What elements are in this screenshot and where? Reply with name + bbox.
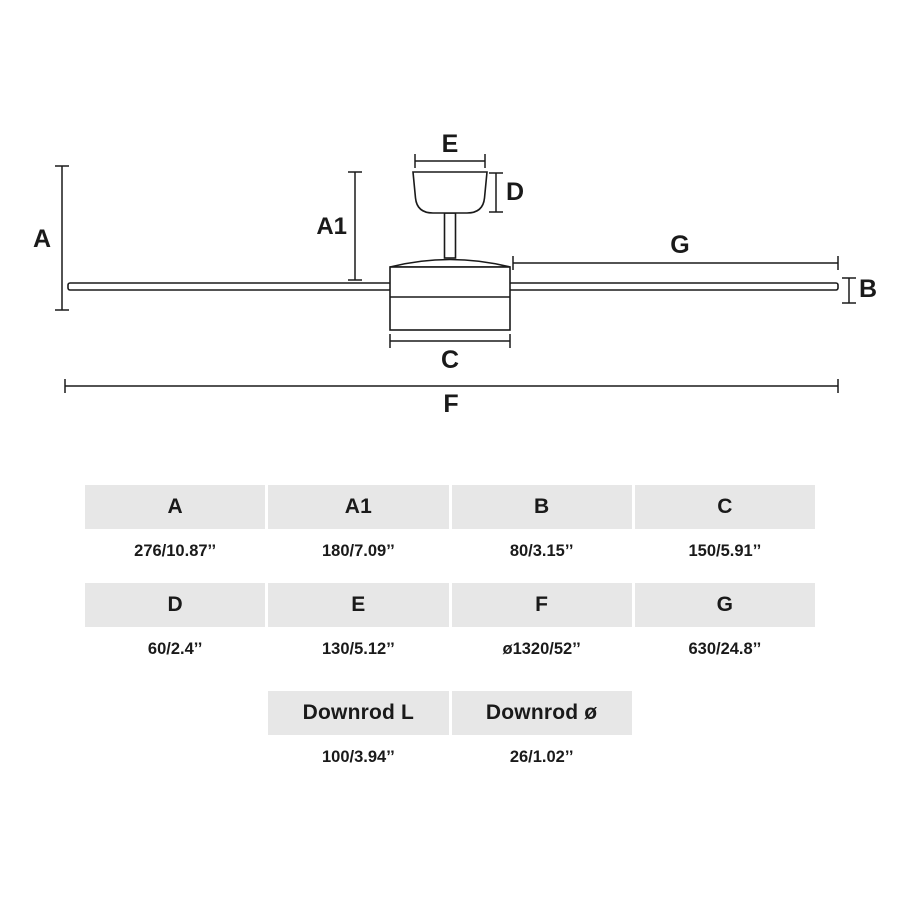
fan-dimension-diagram: E D A1 A G B C F: [0, 0, 900, 440]
table-value-F: ø1320/52’’: [451, 630, 632, 688]
dim-line-D: [489, 172, 503, 213]
dim-label-E: E: [442, 130, 459, 158]
dim-line-E: [414, 154, 486, 168]
table-value-E: 130/5.12’’: [268, 630, 449, 688]
table-header-F: F: [451, 583, 632, 627]
dim-line-F: [64, 379, 839, 393]
fan-canopy: [412, 171, 488, 214]
fan-motor-housing: [389, 258, 511, 331]
dim-line-C: [389, 334, 511, 348]
table-header-downrod-diameter: Downrod ø: [451, 691, 632, 735]
dim-label-C: C: [441, 346, 459, 374]
table-value-downrod-diameter: 26/1.02’’: [451, 738, 632, 786]
table-value-A1: 180/7.09’’: [268, 532, 449, 580]
table-value-D: 60/2.4’’: [85, 630, 266, 688]
table-header-G: G: [634, 583, 815, 627]
dimension-lines: [55, 154, 856, 393]
table-header-E: E: [268, 583, 449, 627]
table-header-A: A: [85, 485, 266, 529]
table-header-downrod-length: Downrod L: [268, 691, 449, 735]
dim-label-G: G: [670, 231, 689, 259]
fan-blade-left: [67, 282, 392, 291]
table-header-A1: A1: [268, 485, 449, 529]
dim-label-B: B: [859, 275, 877, 303]
table-value-B: 80/3.15’’: [451, 532, 632, 580]
dim-line-G: [512, 256, 839, 270]
motor-body: [389, 266, 511, 331]
table-value-G: 630/24.8’’: [634, 630, 815, 688]
dim-label-A: A: [33, 225, 51, 253]
dim-line-A1: [348, 171, 362, 281]
dim-line-B: [842, 277, 856, 304]
table-value-downrod-length: 100/3.94’’: [268, 738, 449, 786]
dimensions-table: A A1 B C 276/10.87’’ 180/7.09’’ 80/3.15’…: [85, 485, 815, 786]
fan-diagram-svg: E D A1 A G B C F: [33, 130, 877, 418]
dim-label-A1: A1: [316, 213, 347, 240]
fan-downrod: [443, 212, 457, 259]
table-header-D: D: [85, 583, 266, 627]
table-value-C: 150/5.91’’: [634, 532, 815, 580]
table-value-A: 276/10.87’’: [85, 532, 266, 580]
dim-label-F: F: [443, 390, 458, 418]
table-header-C: C: [634, 485, 815, 529]
fan-blade-right: [508, 282, 839, 291]
dim-line-A: [55, 165, 69, 311]
motor-dome: [389, 258, 511, 268]
dim-label-D: D: [506, 178, 524, 206]
table-header-B: B: [451, 485, 632, 529]
